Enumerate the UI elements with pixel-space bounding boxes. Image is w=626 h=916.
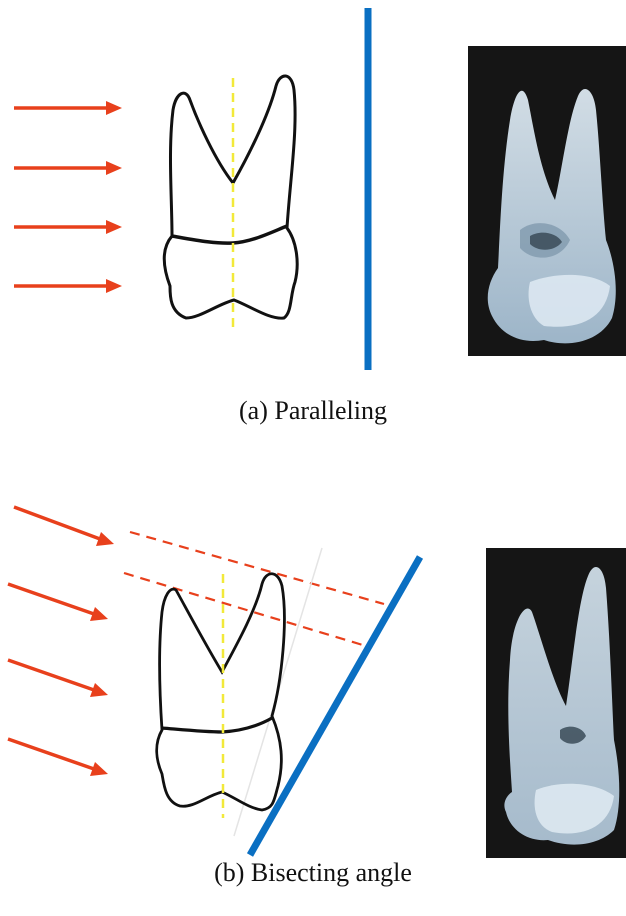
tooth-outline xyxy=(164,76,297,318)
right-arrow-icon xyxy=(14,507,114,546)
panel-bisecting-angle xyxy=(8,507,626,858)
right-arrow-icon xyxy=(14,220,122,234)
right-arrow-icon xyxy=(8,660,108,697)
caption-paralleling: (a) Paralleling xyxy=(0,396,626,426)
right-arrow-icon xyxy=(14,279,122,293)
tooth-outline xyxy=(157,574,285,810)
right-arrow-icon xyxy=(8,739,108,776)
panel-paralleling xyxy=(14,8,626,370)
right-arrow-icon xyxy=(14,161,122,175)
projection-lines xyxy=(124,532,384,646)
radiograph-image xyxy=(468,46,626,356)
right-arrow-icon xyxy=(8,584,108,621)
xray-beam-arrows xyxy=(8,507,114,776)
right-arrow-icon xyxy=(14,101,122,115)
xray-beam-arrows xyxy=(14,101,122,293)
caption-bisecting-angle: (b) Bisecting angle xyxy=(0,858,626,888)
radiograph-image xyxy=(486,548,626,858)
